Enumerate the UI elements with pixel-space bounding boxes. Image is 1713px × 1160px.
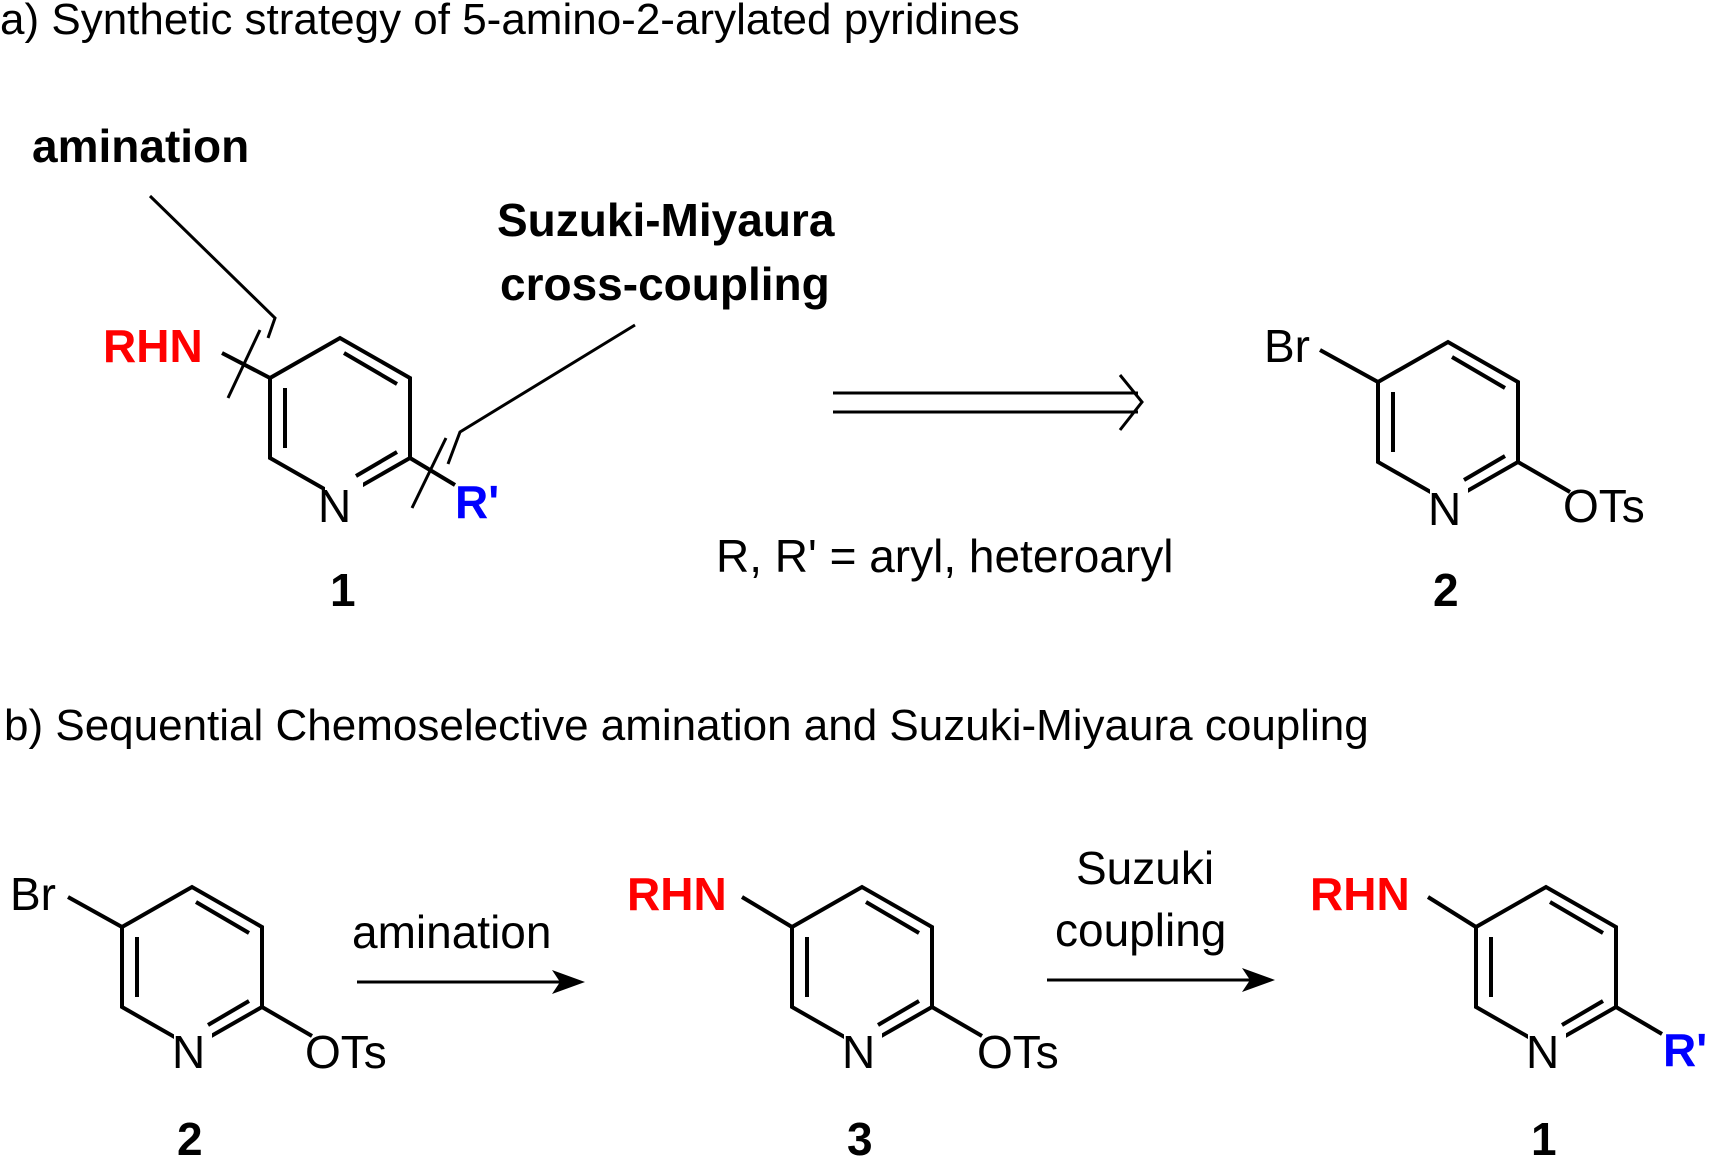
compound-2-number: 2: [1433, 564, 1459, 616]
product-nitrogen: N: [1526, 1026, 1559, 1078]
step1-arrow: [357, 970, 585, 994]
callout-suzuki-line2: cross-coupling: [500, 258, 830, 310]
callout-suzuki-line1: Suzuki-Miyaura: [497, 194, 835, 246]
step2-label-line2: coupling: [1055, 904, 1226, 956]
product-aryl: R': [1663, 1024, 1707, 1076]
product-compound-1: N RHN R' 1: [1310, 868, 1707, 1160]
intermediate-nitrogen: N: [842, 1026, 875, 1078]
product-amine: RHN: [1310, 868, 1410, 920]
callout-amination: amination: [32, 120, 249, 172]
step2-arrow: [1047, 968, 1275, 992]
compound-1-number: 1: [330, 564, 356, 616]
retrosynthesis-arrow: [833, 374, 1144, 431]
step2-label-line1: Suzuki: [1076, 842, 1214, 894]
start-bromo: Br: [10, 868, 56, 920]
step1-label: amination: [352, 906, 551, 958]
start-nitrogen: N: [172, 1026, 205, 1078]
start-number: 2: [177, 1113, 203, 1160]
amine-substituent-label: RHN: [103, 320, 203, 372]
intermediate-compound-3: N RHN OTs 3: [627, 868, 1059, 1160]
aryl-substituent-label: R': [455, 476, 499, 528]
compound-2-nitrogen: N: [1428, 483, 1461, 535]
compound-2-bromo: Br: [1264, 320, 1310, 372]
intermediate-number: 3: [847, 1113, 873, 1160]
start-compound-2: N Br OTs 2: [10, 868, 387, 1160]
compound-2-tosylate: OTs: [1563, 480, 1645, 532]
start-tosylate: OTs: [305, 1026, 387, 1078]
compound-1-disconnection: N RHN R' amination Suzuki-Miyaura cross-…: [32, 120, 835, 616]
intermediate-tosylate: OTs: [977, 1026, 1059, 1078]
heading-part-b: b) Sequential Chemoselective amination a…: [4, 701, 1369, 750]
ring-nitrogen-label: N: [318, 480, 351, 532]
heading-part-a: a) Synthetic strategy of 5-amino-2-aryla…: [0, 0, 1020, 44]
compound-2-structure: N Br OTs 2: [1264, 320, 1645, 616]
substituent-definition: R, R' = aryl, heteroaryl: [716, 530, 1173, 582]
intermediate-amine: RHN: [627, 868, 727, 920]
product-number: 1: [1531, 1113, 1557, 1160]
